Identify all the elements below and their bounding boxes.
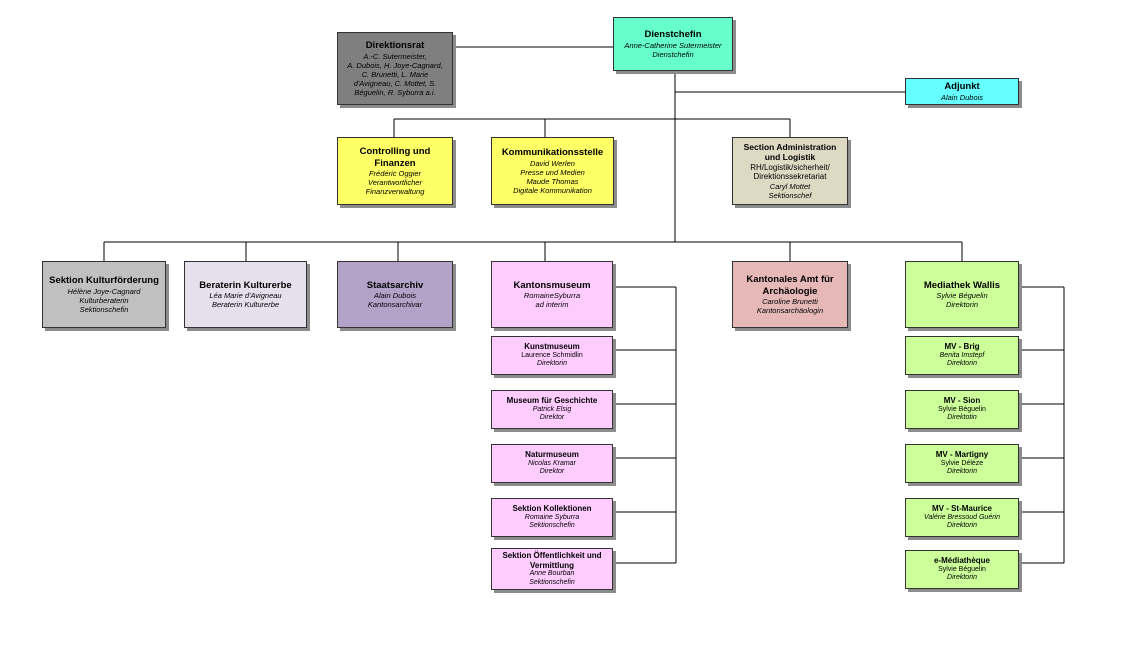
section-admin-sub-2: Direktionssekretariat xyxy=(753,172,827,182)
mv-brig-title: MV - Brig xyxy=(944,342,980,352)
naturmuseum-title: Naturmuseum xyxy=(525,450,579,460)
mediatheque-role: Direktorin xyxy=(947,574,977,582)
kunstmuseum-name: Laurence Schmidlin xyxy=(521,351,583,359)
staatsarchiv-role: Kantonsarchivar xyxy=(367,300,423,310)
mv-martigny-box: MV - Martigny Sylvie Déléze Direktorin xyxy=(905,444,1019,483)
geschichte-name: Patrick Elsig xyxy=(532,405,572,413)
mediatheque-box: e-Médiathèque Sylvie Béguelin Direktorin xyxy=(905,550,1019,589)
oeffentlichkeit-role: Sektionschefin xyxy=(529,578,575,586)
staatsarchiv-box: Staatsarchiv Alain Dubois Kantonsarchiva… xyxy=(337,261,453,328)
kulturfoerderung-box: Sektion Kulturförderung Hélène Joye-Cagn… xyxy=(42,261,166,328)
section-admin-title: Section Administration und Logistik xyxy=(743,142,837,163)
naturmuseum-role: Direktor xyxy=(539,468,565,476)
mv-martigny-name: Sylvie Déléze xyxy=(940,459,984,467)
kantonsmuseum-name: RomaineSyburra xyxy=(523,291,581,301)
kommunikation-role-1: Presse und Medien xyxy=(520,167,585,177)
geschichte-box: Museum für Geschichte Patrick Elsig Dire… xyxy=(491,390,613,429)
direktionsrat-title: Direktionsrat xyxy=(365,40,425,52)
staatsarchiv-title: Staatsarchiv xyxy=(366,279,424,291)
mediathek-title: Mediathek Wallis xyxy=(923,279,1001,291)
mediatheque-title: e-Médiathèque xyxy=(933,556,990,566)
direktionsrat-line-4: d'Avigneau, C. Mottet, S. xyxy=(353,78,437,88)
kantonsmuseum-title: Kantonsmuseum xyxy=(513,279,591,291)
mv-stmaurice-title: MV - St-Maurice xyxy=(931,504,992,514)
kommunikation-role-2: Digitale Kommunikation xyxy=(513,185,592,195)
controlling-box: Controlling und Finanzen Frédéric Oggier… xyxy=(337,137,453,205)
direktionsrat-line-3: C. Brunetti, L. Marie xyxy=(361,69,429,79)
controlling-role-2: Finanzverwaltung xyxy=(365,186,425,196)
archaeologie-name: Caroline Brunetti xyxy=(762,296,818,306)
mv-martigny-role: Direktorin xyxy=(947,468,977,476)
kulturfoerderung-role-1: Kulturberaterin xyxy=(79,295,129,305)
kunstmuseum-role: Direktorin xyxy=(537,360,567,368)
mv-sion-name: Sylvie Béguelin xyxy=(938,405,986,413)
kunstmuseum-title: Kunstmuseum xyxy=(524,342,580,352)
kollektionen-title: Sektion Kollektionen xyxy=(512,504,592,514)
adjunkt-name: Alain Dubois xyxy=(940,92,984,102)
adjunkt-title: Adjunkt xyxy=(944,81,980,93)
archaeologie-role: Kantonsarchäologin xyxy=(756,305,824,315)
mv-martigny-title: MV - Martigny xyxy=(935,450,989,460)
kollektionen-name: Romaine Syburra xyxy=(524,513,580,521)
dienstchefin-name: Anne-Catherine Sutermeister xyxy=(624,40,722,50)
oeffentlichkeit-name: Anne Bourban xyxy=(529,570,575,578)
adjunkt-box: Adjunkt Alain Dubois xyxy=(905,78,1019,105)
mv-stmaurice-box: MV - St-Maurice Valérie Bressoud Guérin … xyxy=(905,498,1019,537)
mediathek-name: Sylvie Béguelin xyxy=(936,291,988,301)
naturmuseum-box: Naturmuseum Nicolas Kramar Direktor xyxy=(491,444,613,483)
kulturerbe-name: Léa Marie d'Avigneau xyxy=(209,291,282,301)
mv-stmaurice-role: Direktorin xyxy=(947,522,977,530)
mediatheque-name: Sylvie Béguelin xyxy=(938,565,986,573)
kantonsmuseum-box: Kantonsmuseum RomaineSyburra ad interim xyxy=(491,261,613,328)
direktionsrat-line-5: Béguelin, R. Syburra a.i. xyxy=(354,87,436,97)
naturmuseum-name: Nicolas Kramar xyxy=(528,459,576,467)
geschichte-title: Museum für Geschichte xyxy=(506,396,598,406)
staatsarchiv-name: Alain Dubois xyxy=(373,291,417,301)
kulturfoerderung-title: Sektion Kulturförderung xyxy=(49,275,159,287)
kulturfoerderung-name: Hélène Joye-Cagnard xyxy=(67,286,141,296)
section-admin-box: Section Administration und Logistik RH/L… xyxy=(732,137,848,205)
direktionsrat-line-2: A. Dubois, H. Joye-Cagnard, xyxy=(347,60,443,70)
kantonsmuseum-role: ad interim xyxy=(535,300,569,310)
direktionsrat-box: Direktionsrat A.-C. Sutermeister, A. Dub… xyxy=(337,32,453,105)
controlling-name: Frédéric Oggier xyxy=(368,168,422,178)
mv-sion-role: Direktotin xyxy=(947,414,977,422)
kommunikation-name-2: Maude Thomas xyxy=(526,176,579,186)
direktionsrat-line-1: A.-C. Sutermeister, xyxy=(363,51,427,61)
mv-sion-box: MV - Sion Sylvie Béguelin Direktotin xyxy=(905,390,1019,429)
mv-brig-role: Direktorin xyxy=(947,360,977,368)
mediathek-role: Direktorin xyxy=(945,300,979,310)
dienstchefin-role: Dienstchefin xyxy=(652,49,694,59)
mv-brig-name: Benita Imstepf xyxy=(939,351,985,359)
archaeologie-box: Kantonales Amt für Archäologie Caroline … xyxy=(732,261,848,328)
section-admin-name: Caryl Mottet xyxy=(769,181,811,191)
controlling-title: Controlling und Finanzen xyxy=(359,146,431,169)
kunstmuseum-box: Kunstmuseum Laurence Schmidlin Direktori… xyxy=(491,336,613,375)
oeffentlichkeit-title: Sektion Öffentlichkeit und Vermittlung xyxy=(502,551,602,570)
mv-brig-box: MV - Brig Benita Imstepf Direktorin xyxy=(905,336,1019,375)
kulturfoerderung-role-2: Sektionschefin xyxy=(79,304,129,314)
section-admin-sub-1: RH/Logistik/sicherheit/ xyxy=(750,162,830,172)
mediathek-box: Mediathek Wallis Sylvie Béguelin Direkto… xyxy=(905,261,1019,328)
kommunikation-box: Kommunikationsstelle David Werlen Presse… xyxy=(491,137,614,205)
oeffentlichkeit-box: Sektion Öffentlichkeit und Vermittlung A… xyxy=(491,548,613,590)
kollektionen-role: Sektionschefin xyxy=(529,522,575,530)
mv-sion-title: MV - Sion xyxy=(943,396,981,406)
controlling-role-1: Verantwortlicher xyxy=(368,177,422,187)
kulturerbe-title: Beraterin Kulturerbe xyxy=(199,279,292,291)
kommunikation-title: Kommunikationsstelle xyxy=(501,147,604,159)
kollektionen-box: Sektion Kollektionen Romaine Syburra Sek… xyxy=(491,498,613,537)
dienstchefin-box: Dienstchefin Anne-Catherine Sutermeister… xyxy=(613,17,733,71)
dienstchefin-title: Dienstchefin xyxy=(644,29,702,41)
archaeologie-title: Kantonales Amt für Archäologie xyxy=(746,274,834,297)
section-admin-role: Sektionschef xyxy=(768,190,812,200)
geschichte-role: Direktor xyxy=(539,414,565,422)
kulturerbe-role: Beraterin Kulturerbe xyxy=(211,300,280,310)
kommunikation-name-1: David Werlen xyxy=(530,158,575,168)
mv-stmaurice-name: Valérie Bressoud Guérin xyxy=(923,513,1000,521)
kulturerbe-box: Beraterin Kulturerbe Léa Marie d'Avignea… xyxy=(184,261,307,328)
